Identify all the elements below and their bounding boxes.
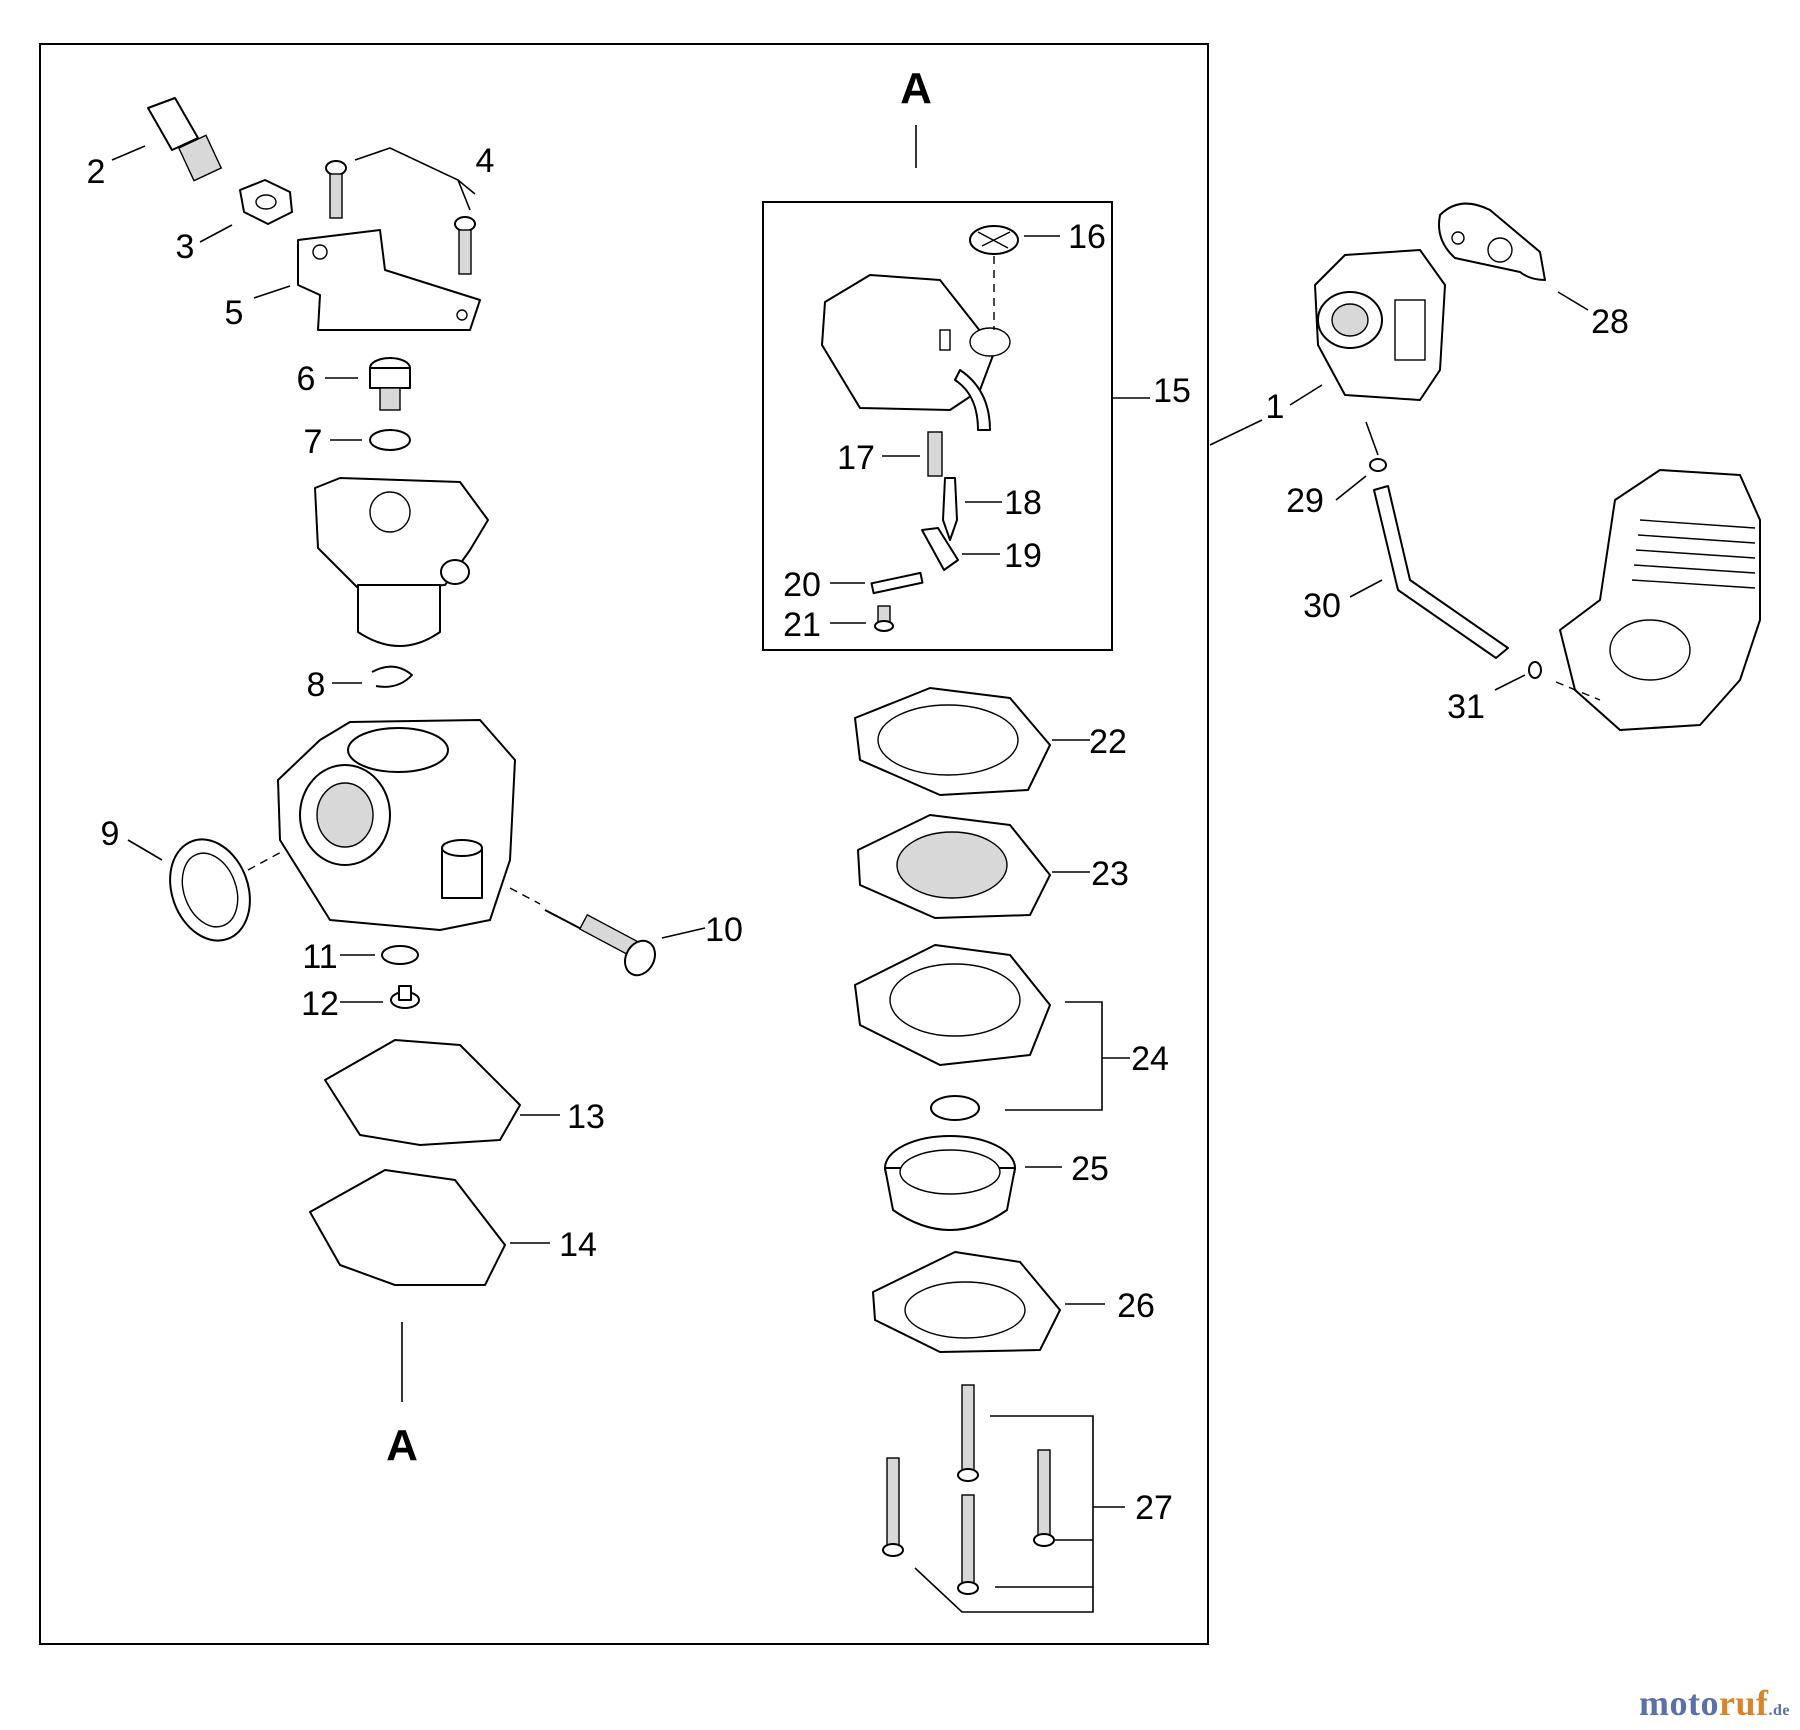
part-27-screws bbox=[882, 1384, 1055, 1595]
part-17-spring bbox=[927, 431, 943, 477]
callout-14: 14 bbox=[559, 1226, 597, 1264]
callout-30: 30 bbox=[1303, 587, 1341, 625]
callout-15: 15 bbox=[1153, 372, 1191, 410]
engine-block bbox=[1559, 469, 1761, 731]
callout-18: 18 bbox=[1004, 484, 1042, 522]
callout-8: 8 bbox=[307, 666, 326, 704]
watermark-logo: motoruf.de bbox=[1639, 1683, 1790, 1723]
callout-28: 28 bbox=[1591, 303, 1629, 341]
part-13-gasket bbox=[324, 1039, 521, 1146]
section-mark-top: A bbox=[900, 64, 932, 113]
part-21-screw bbox=[874, 605, 894, 632]
callout-12: 12 bbox=[301, 985, 339, 1023]
callout-11: 11 bbox=[302, 938, 337, 976]
callout-31: 31 bbox=[1447, 688, 1485, 726]
part-25-primer-bulb bbox=[884, 1135, 1016, 1231]
part-18-needle bbox=[942, 477, 958, 541]
callout-24: 24 bbox=[1131, 1040, 1169, 1078]
callout-13: 13 bbox=[567, 1098, 605, 1136]
part-24-pump-cover bbox=[854, 944, 1051, 1121]
callout-3: 3 bbox=[176, 228, 195, 266]
part-12-valve bbox=[390, 985, 420, 1009]
callout-27: 27 bbox=[1135, 1489, 1173, 1527]
callout-20: 20 bbox=[783, 566, 821, 604]
part-20-pin bbox=[870, 571, 924, 595]
part-14-gasket bbox=[309, 1169, 506, 1286]
callout-26: 26 bbox=[1117, 1287, 1155, 1325]
leader-lines bbox=[111, 145, 1589, 1613]
upper-body-casting bbox=[314, 477, 489, 647]
part-8-clip bbox=[371, 665, 413, 688]
part-23-diaphragm bbox=[857, 814, 1051, 919]
part-4-screws bbox=[325, 160, 476, 275]
part-2-adjuster bbox=[147, 97, 223, 182]
callout-4: 4 bbox=[476, 142, 495, 180]
part-11-oring bbox=[381, 945, 419, 965]
part-30-fuel-hose bbox=[1373, 485, 1509, 659]
callout-22: 22 bbox=[1089, 723, 1127, 761]
callout-25: 25 bbox=[1071, 1150, 1109, 1188]
part-9-gasket-ring bbox=[169, 838, 251, 942]
part-1-carburetor-assembly bbox=[1314, 249, 1446, 401]
callout-9: 9 bbox=[101, 815, 120, 853]
part-31-oring bbox=[1528, 661, 1542, 679]
part-15-cover-assembly bbox=[821, 274, 1011, 431]
part-28-gasket bbox=[1438, 202, 1546, 281]
callout-7: 7 bbox=[304, 423, 323, 461]
part-5-bracket bbox=[297, 229, 481, 331]
callout-5: 5 bbox=[225, 294, 244, 332]
section-mark-bottom: A bbox=[386, 1421, 418, 1470]
callout-23: 23 bbox=[1091, 855, 1129, 893]
callout-16: 16 bbox=[1068, 218, 1106, 256]
callout-17: 17 bbox=[837, 439, 875, 477]
callout-6: 6 bbox=[297, 360, 316, 398]
part-7-washer bbox=[369, 429, 411, 451]
main-frame bbox=[39, 43, 1209, 1645]
callout-labels: 1 2 3 4 5 6 7 8 9 10 11 12 13 14 15 16 1… bbox=[87, 142, 1629, 1527]
callout-19: 19 bbox=[1004, 537, 1042, 575]
part-19-lever bbox=[921, 527, 959, 571]
part-6-screw bbox=[369, 357, 411, 411]
part-22-gasket bbox=[854, 687, 1051, 796]
callout-2: 2 bbox=[87, 153, 106, 191]
callout-21: 21 bbox=[783, 606, 821, 644]
part-16-screen bbox=[969, 225, 1019, 255]
callout-1: 1 bbox=[1266, 388, 1285, 426]
carburetor-main-body bbox=[277, 719, 516, 931]
callout-10: 10 bbox=[705, 911, 743, 949]
part-29-oring bbox=[1369, 458, 1387, 472]
part-3-nut bbox=[239, 179, 293, 225]
part-26-retainer bbox=[872, 1251, 1061, 1353]
callout-29: 29 bbox=[1286, 482, 1324, 520]
part-10-mixture-screw bbox=[544, 909, 656, 977]
